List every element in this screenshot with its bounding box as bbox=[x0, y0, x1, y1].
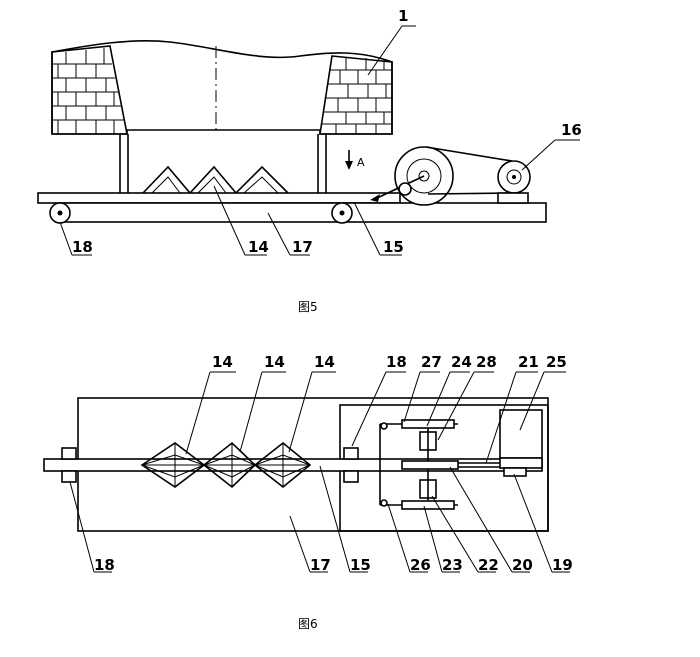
svg-text:A: A bbox=[357, 156, 365, 169]
caption-fig5: 图5 bbox=[298, 300, 318, 314]
left-brick-wall bbox=[51, 45, 128, 135]
label-26: 26 bbox=[410, 556, 431, 574]
label-18: 18 bbox=[72, 238, 93, 256]
right-brick-wall bbox=[319, 55, 393, 135]
label-16: 16 bbox=[561, 121, 582, 139]
label-14: 14 bbox=[248, 238, 269, 256]
label-17: 17 bbox=[292, 238, 313, 256]
figure-6: 14 14 14 18 27 24 28 21 25 18 17 15 26 2… bbox=[43, 353, 573, 631]
label-25: 25 bbox=[546, 353, 567, 371]
label-1: 1 bbox=[398, 7, 408, 25]
fig5-leaders bbox=[59, 25, 580, 256]
label-20: 20 bbox=[512, 556, 533, 574]
label-27: 27 bbox=[421, 353, 442, 371]
label-19: 19 bbox=[552, 556, 573, 574]
wheel-right bbox=[331, 202, 353, 224]
label-18-top: 18 bbox=[386, 353, 407, 371]
drive-assembly bbox=[370, 146, 531, 206]
figure-5: A bbox=[37, 7, 582, 314]
label-14b: 14 bbox=[264, 353, 285, 371]
caption-fig6: 图6 bbox=[298, 617, 318, 631]
wheels-right bbox=[343, 447, 359, 483]
wheels-left bbox=[61, 447, 77, 483]
wheel-left bbox=[49, 202, 71, 224]
label-24: 24 bbox=[451, 353, 472, 371]
frame-side bbox=[57, 202, 547, 223]
fig6-leaders bbox=[69, 371, 570, 573]
label-15: 15 bbox=[350, 556, 371, 574]
label-15: 15 bbox=[383, 238, 404, 256]
label-23: 23 bbox=[442, 556, 463, 574]
label-28: 28 bbox=[476, 353, 497, 371]
direction-arrow-a: A bbox=[345, 150, 365, 170]
label-21: 21 bbox=[518, 353, 539, 371]
blades-top-view bbox=[140, 441, 312, 489]
label-18-bottom: 18 bbox=[94, 556, 115, 574]
hopper-legs bbox=[119, 134, 327, 193]
label-22: 22 bbox=[478, 556, 499, 574]
label-17: 17 bbox=[310, 556, 331, 574]
label-14c: 14 bbox=[314, 353, 335, 371]
label-14a: 14 bbox=[212, 353, 233, 371]
blades-side bbox=[142, 165, 289, 195]
